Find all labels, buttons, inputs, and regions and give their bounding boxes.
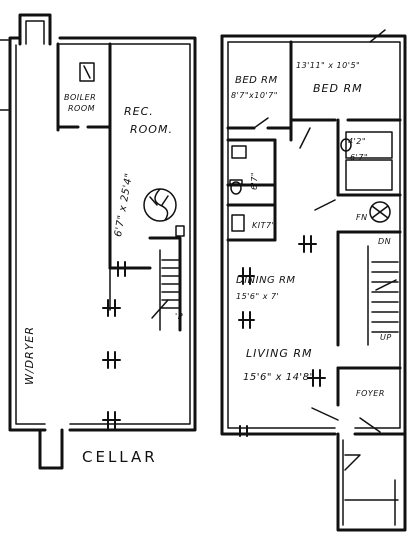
- bed-left-dimension: 8'7"x10'7": [231, 91, 278, 100]
- rec-room-label-2: ROOM.: [130, 123, 173, 136]
- bed-right-label: BED RM: [313, 82, 363, 95]
- stair-up-label: UP: [380, 333, 392, 342]
- living-room-dimension: 15'6" x 14'8": [243, 372, 315, 383]
- cellar-stair-mark: 'P: [175, 312, 184, 321]
- cellar-title: CELLAR: [82, 448, 158, 466]
- cellar-walls: [8, 13, 197, 470]
- kitchen-label: KIT7': [252, 221, 275, 230]
- dining-room-label: DINING RM: [236, 275, 296, 286]
- boiler-room-label-2: ROOM: [68, 104, 96, 113]
- dining-room-dimension: 15'6" x 7': [236, 292, 280, 301]
- small-bath-dimension: 6'7": [250, 171, 259, 190]
- fan-mark: FN: [356, 213, 368, 222]
- rec-room-label-1: REC.: [124, 105, 154, 118]
- bath-dimension-1: 4'2": [348, 137, 367, 146]
- bed-left-label: BED RM: [235, 75, 278, 86]
- stair-down-label: DN: [378, 237, 392, 246]
- foyer-label: FOYER: [356, 389, 385, 398]
- bed-right-dimension: 13'11" x 10'5": [296, 61, 361, 70]
- floor-details: [229, 29, 399, 526]
- dryer-label: W/DRYER: [23, 325, 36, 385]
- living-room-label: LIVING RM: [246, 347, 313, 360]
- boiler-room-label-1: BOILER: [64, 93, 97, 102]
- cellar-details: [0, 39, 185, 429]
- floor-walls: [220, 34, 407, 532]
- bath-dimension-2: 6'7": [350, 153, 369, 162]
